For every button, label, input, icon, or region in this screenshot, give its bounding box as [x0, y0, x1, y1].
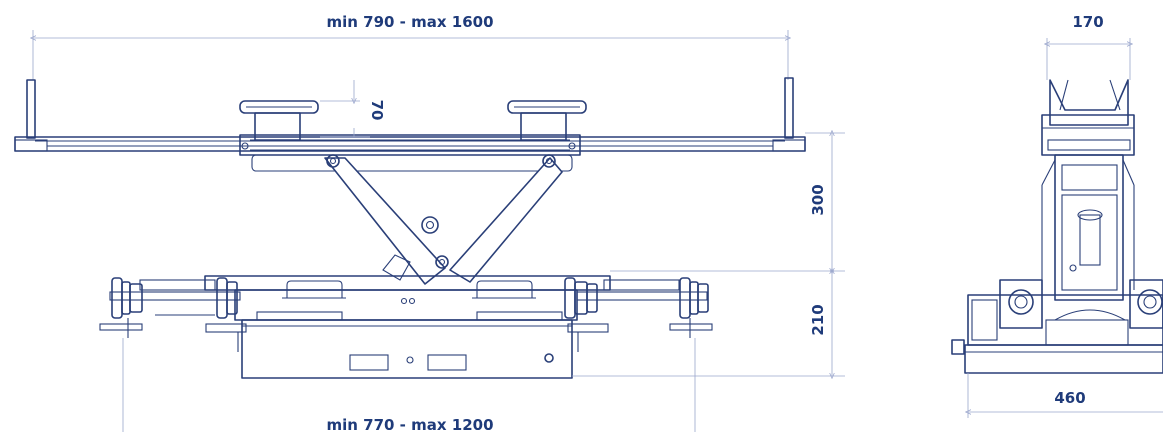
dimension-width-bottom: min 770 - max 1200 [122, 338, 696, 434]
lifting-pad-right [507, 100, 587, 150]
scissor-arms [324, 154, 563, 285]
front-view: min 790 - max 1600 [14, 13, 845, 434]
left-roller-assembly [99, 277, 247, 352]
lifting-pad-left [239, 100, 319, 150]
label-base-height: 210 [809, 304, 827, 335]
dimension-side-top: 170 [1047, 13, 1130, 80]
label-pad-height: 70 [368, 100, 386, 121]
base-frame [204, 275, 611, 379]
dimension-pad-height: 70 [320, 80, 386, 138]
upper-beam [14, 77, 806, 172]
label-width-bottom: min 770 - max 1200 [326, 416, 493, 434]
dimension-lift-height: 300 [610, 133, 845, 271]
dimension-width-top: min 790 - max 1600 [33, 13, 788, 80]
label-side-top: 170 [1072, 13, 1103, 31]
label-side-bottom: 460 [1054, 389, 1085, 407]
dimension-base-height: 210 [572, 271, 845, 376]
dimension-side-bottom: 460 [968, 373, 1163, 418]
label-width-top: min 790 - max 1600 [326, 13, 493, 31]
right-roller-assembly [564, 277, 713, 352]
label-lift-height: 300 [809, 184, 827, 215]
side-view: 170 [951, 13, 1163, 418]
